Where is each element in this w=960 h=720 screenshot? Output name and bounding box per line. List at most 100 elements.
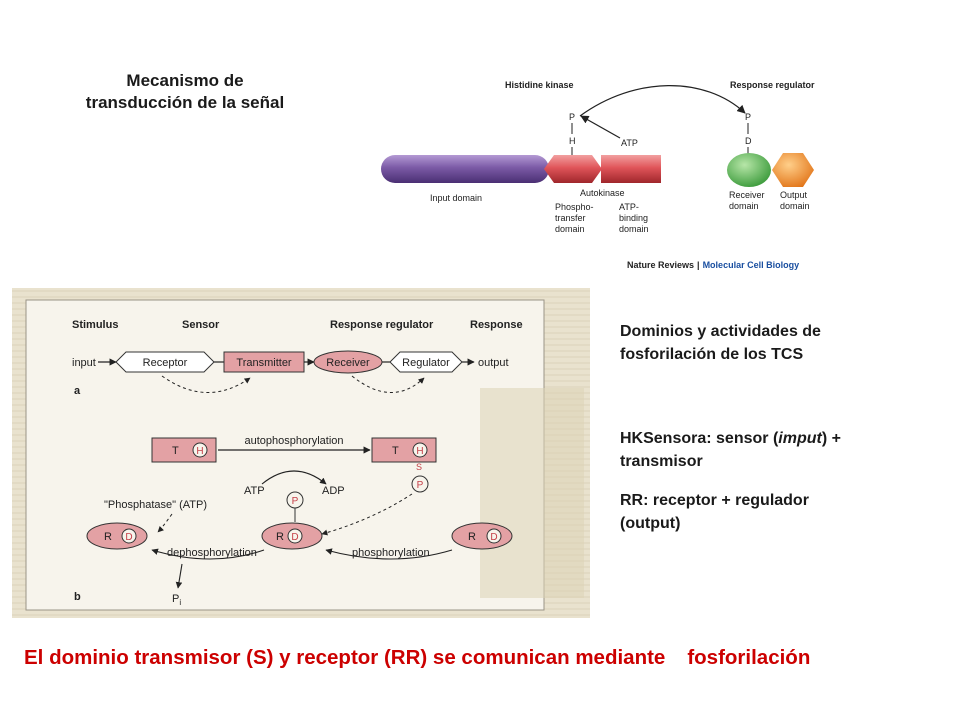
h-residue: H <box>569 136 576 146</box>
figure-credit: Nature Reviews|Molecular Cell Biology <box>627 260 799 270</box>
phosphorylation-arrow <box>325 548 453 560</box>
t-left-label: T <box>172 445 179 457</box>
panel-a-label: a <box>74 385 81 397</box>
phosphatase-dashed-arrow <box>157 513 173 533</box>
atp-arrow <box>580 115 621 139</box>
d1-label: D <box>125 532 132 543</box>
s-bond-label: S <box>416 462 422 472</box>
credit-journal: Nature Reviews <box>627 260 694 270</box>
response-regulator-label: Response regulator <box>730 80 815 90</box>
bottom-caption-part-1: El dominio transmisor (S) y receptor (RR… <box>24 646 666 669</box>
credit-series: Molecular Cell Biology <box>703 260 800 270</box>
h-left-circle <box>192 442 208 458</box>
receptor-label: Receptor <box>143 357 188 369</box>
output-domain <box>772 153 814 187</box>
d2-label: D <box>291 532 298 543</box>
p-right-label: P <box>417 480 424 491</box>
receiver-signal-dashed-arrow <box>351 375 425 393</box>
response-heading: Response <box>470 319 523 331</box>
panel-b-label: b <box>74 591 81 603</box>
bottom-caption-part-2: fosforilación <box>687 646 811 669</box>
h-left-label: H <box>196 446 203 457</box>
input-domain <box>381 155 549 183</box>
d1-circle <box>121 528 137 544</box>
adp-label-b: ADP <box>322 485 345 497</box>
rr-line-1: RR: receptor + regulador <box>620 492 809 509</box>
receiver-label: Receiver <box>326 357 370 369</box>
regulator-label: Regulator <box>402 357 450 369</box>
hk-line-1-post: ) + <box>821 430 841 447</box>
rr-line-2: (output) <box>620 515 681 532</box>
phosphorylation-label: phosphorylation <box>352 547 430 559</box>
output-domain-label-1: Output <box>780 190 808 200</box>
title-line-1: Mecanismo de <box>126 71 244 90</box>
credit-separator: | <box>697 260 700 270</box>
atp-binding-domain <box>601 155 661 183</box>
atp-adp-curve <box>261 470 327 485</box>
dephosphorylation-label: dephosphorylation <box>167 547 257 559</box>
atp-binding-label-2: binding <box>619 213 648 223</box>
output-label: output <box>478 357 509 369</box>
p-right-circle <box>411 475 429 493</box>
domain-architecture-figure: Histidine kinase Response regulator P H … <box>381 80 815 270</box>
stimulus-heading: Stimulus <box>72 319 118 331</box>
receiver-right-oval <box>451 522 513 550</box>
dephosphorylation-arrow <box>151 548 265 560</box>
phosphotransfer-dashed-arrow <box>321 493 413 536</box>
p-right: P <box>745 112 751 122</box>
d3-circle <box>486 528 502 544</box>
pi-label: Pi <box>172 593 181 607</box>
side-heading-line-2: fosforilación de los TCS <box>620 346 804 363</box>
receiver-domain-label-1: Receiver <box>729 190 765 200</box>
d3-label: D <box>490 532 497 543</box>
two-component-system-figure: Stimulus Sensor Response regulator Respo… <box>12 288 590 618</box>
phosphatase-label: "Phosphatase" (ATP) <box>104 499 207 511</box>
h-right-label: H <box>416 446 423 457</box>
bleed-through-text <box>480 388 584 598</box>
output-domain-label-2: domain <box>780 201 810 211</box>
d-residue: D <box>745 136 752 146</box>
sensor-heading: Sensor <box>182 319 220 331</box>
autophosphorylation-label: autophosphorylation <box>244 435 343 447</box>
phosphotransfer-label-1: Phospho- <box>555 202 594 212</box>
pi-p: P <box>172 593 179 605</box>
phosphotransfer-arrow <box>579 85 746 117</box>
side-heading: Dominios y actividades de fosforilación … <box>620 320 940 366</box>
r3-label: R <box>468 531 476 543</box>
phosphotransfer-label-3: domain <box>555 224 585 234</box>
histidine-kinase-label: Histidine kinase <box>505 80 574 90</box>
h-right-circle <box>412 442 428 458</box>
pi-release-arrow <box>175 563 183 589</box>
hk-line-2: transmisor <box>620 453 703 470</box>
p-mid-label: P <box>292 496 299 507</box>
t-right-label: T <box>392 445 399 457</box>
receiver-domain <box>727 153 771 187</box>
receiver-domain-label-2: domain <box>729 201 759 211</box>
hk-line-1: HKSensora: sensor (imput) + <box>620 427 940 450</box>
title-line-2: transducción de la señal <box>85 93 285 112</box>
r1-label: R <box>104 531 112 543</box>
hk-definition: HKSensora: sensor (imput) + transmisor <box>620 427 940 473</box>
response-regulator-heading: Response regulator <box>330 319 434 331</box>
autokinase-label: Autokinase <box>580 188 625 198</box>
receptor-signal-dashed-arrow <box>161 375 251 393</box>
hk-line-1-pre: HKSensora: sensor ( <box>620 430 779 447</box>
input-domain-label: Input domain <box>430 193 482 203</box>
receiver-left-oval <box>86 522 148 550</box>
r2-label: R <box>276 531 284 543</box>
pi-subscript: i <box>179 598 181 607</box>
slide-title: Mecanismo de transducción de la señal <box>40 70 330 114</box>
atp-label: ATP <box>621 138 638 148</box>
hk-line-1-em: imput <box>778 430 822 447</box>
phosphotransfer-domain <box>544 155 602 183</box>
phosphotransfer-label-2: transfer <box>555 213 586 223</box>
figure-panel <box>25 299 545 611</box>
d2-circle <box>287 528 303 544</box>
transmitter-label: Transmitter <box>236 357 292 369</box>
rr-definition: RR: receptor + regulador (output) <box>620 489 940 535</box>
input-label: input <box>72 357 96 369</box>
side-heading-line-1: Dominios y actividades de <box>620 323 821 340</box>
bottom-caption: El dominio transmisor (S) y receptor (RR… <box>24 646 954 670</box>
atp-label-b: ATP <box>244 485 265 497</box>
atp-binding-label-1: ATP- <box>619 202 639 212</box>
